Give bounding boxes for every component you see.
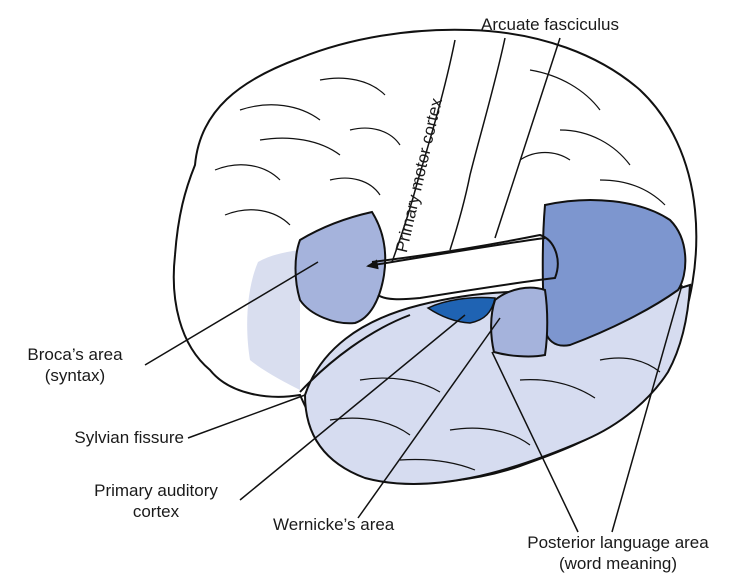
leader-sylvian bbox=[188, 395, 305, 438]
label-broca-line2: (syntax) bbox=[0, 365, 150, 386]
label-posterior-line1: Posterior language area bbox=[505, 532, 731, 553]
label-auditory-line1: Primary auditory bbox=[70, 480, 242, 501]
label-wernicke-area: Wernicke’s area bbox=[273, 514, 394, 535]
label-broca-line1: Broca’s area bbox=[0, 344, 150, 365]
label-posterior-language-area: Posterior language area (word meaning) bbox=[505, 532, 731, 574]
label-broca-area: Broca’s area (syntax) bbox=[0, 344, 150, 386]
label-arcuate-fasciculus: Arcuate fasciculus bbox=[481, 14, 619, 35]
label-posterior-line2: (word meaning) bbox=[505, 553, 731, 574]
label-auditory-line2: cortex bbox=[70, 501, 242, 522]
wernicke-area bbox=[491, 288, 547, 357]
label-sylvian-fissure: Sylvian fissure bbox=[20, 427, 184, 448]
label-primary-auditory-cortex: Primary auditory cortex bbox=[70, 480, 242, 522]
